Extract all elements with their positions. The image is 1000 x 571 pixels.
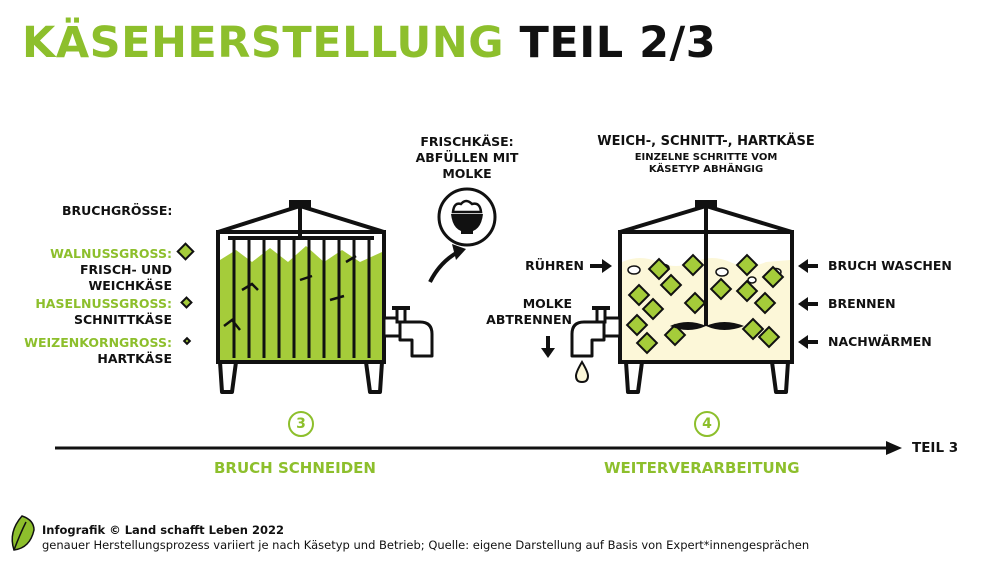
size-walnut-cheese2: WEICHKÄSE	[88, 278, 172, 293]
title-part1: KÄSEHERSTELLUNG	[22, 18, 505, 68]
ruehren-label: RÜHREN	[525, 258, 584, 273]
size-wheatgrain: WEIZENKORNGROSS: HARTKÄSE	[10, 335, 172, 367]
step4-subheading: EINZELNE SCHRITTE VOM KÄSETYP ABHÄNGIG	[596, 152, 816, 176]
step4-subheading-1: EINZELNE SCHRITTE VOM	[634, 152, 778, 163]
frischkaese-line3: MOLKE	[442, 166, 492, 181]
tap-icon	[382, 306, 434, 358]
hazelnut-size-icon	[180, 296, 193, 309]
title-part2: TEIL 2/3	[519, 18, 717, 68]
size-walnut: WALNUSSGROSS: FRISCH- UND WEICHKÄSE	[20, 246, 172, 294]
tap-icon	[570, 306, 622, 384]
vat-icon	[216, 200, 386, 394]
molke-line1: MOLKE	[522, 296, 572, 311]
step4-subheading-2: KÄSETYP ABHÄNGIG	[648, 164, 764, 175]
arrow-icon	[798, 259, 818, 349]
vat-icon	[618, 200, 794, 394]
leaf-logo-icon	[11, 515, 35, 551]
phase-bruch-schneiden: BRUCH SCHNEIDEN	[214, 459, 376, 477]
size-walnut-name: WALNUSSGROSS:	[50, 246, 172, 261]
bruch-waschen-label: BRUCH WASCHEN	[828, 258, 952, 273]
molke-label: MOLKE ABTRENNEN	[470, 296, 572, 328]
page-title: KÄSEHERSTELLUNG TEIL 2/3	[22, 18, 716, 68]
brennen-label: BRENNEN	[828, 296, 896, 311]
next-part-label: TEIL 3	[912, 440, 959, 456]
step4-heading: WEICH-, SCHNITT-, HARTKÄSE	[597, 134, 815, 149]
arrow-icon	[590, 259, 612, 273]
step-number-3: 3	[288, 411, 314, 437]
size-walnut-cheese1: FRISCH- UND	[80, 262, 172, 277]
timeline-arrow-icon	[55, 441, 902, 455]
frischkaese-label: FRISCHKÄSE: ABFÜLLEN MIT MOLKE	[404, 134, 530, 182]
size-hazelnut-cheese: SCHNITTKÄSE	[74, 312, 172, 327]
size-wheatgrain-name: WEIZENKORNGROSS:	[24, 335, 172, 350]
footer-credit: Infografik © Land schafft Leben 2022	[42, 523, 285, 537]
size-hazelnut-name: HASELNUSSGROSS:	[35, 296, 172, 311]
nachwaermen-label: NACHWÄRMEN	[828, 334, 932, 349]
wheatgrain-size-icon	[182, 336, 192, 346]
phase-weiterverarbeitung: WEITERVERARBEITUNG	[604, 459, 800, 477]
frischkaese-line1: FRISCHKÄSE:	[420, 134, 514, 149]
walnut-size-icon	[176, 242, 195, 261]
bowl-icon	[437, 187, 497, 247]
molke-line2: ABTRENNEN	[486, 312, 572, 327]
size-hazelnut: HASELNUSSGROSS: SCHNITTKÄSE	[20, 296, 172, 328]
arrow-icon	[428, 244, 466, 283]
footer-note: genauer Herstellungsprozess variiert je …	[42, 538, 810, 552]
frischkaese-line2: ABFÜLLEN MIT	[415, 150, 519, 165]
arrow-icon	[541, 336, 555, 358]
step-number-4: 4	[694, 411, 720, 437]
size-wheatgrain-cheese: HARTKÄSE	[97, 351, 172, 366]
bruch-heading: BRUCHGRÖSSE:	[62, 203, 173, 218]
